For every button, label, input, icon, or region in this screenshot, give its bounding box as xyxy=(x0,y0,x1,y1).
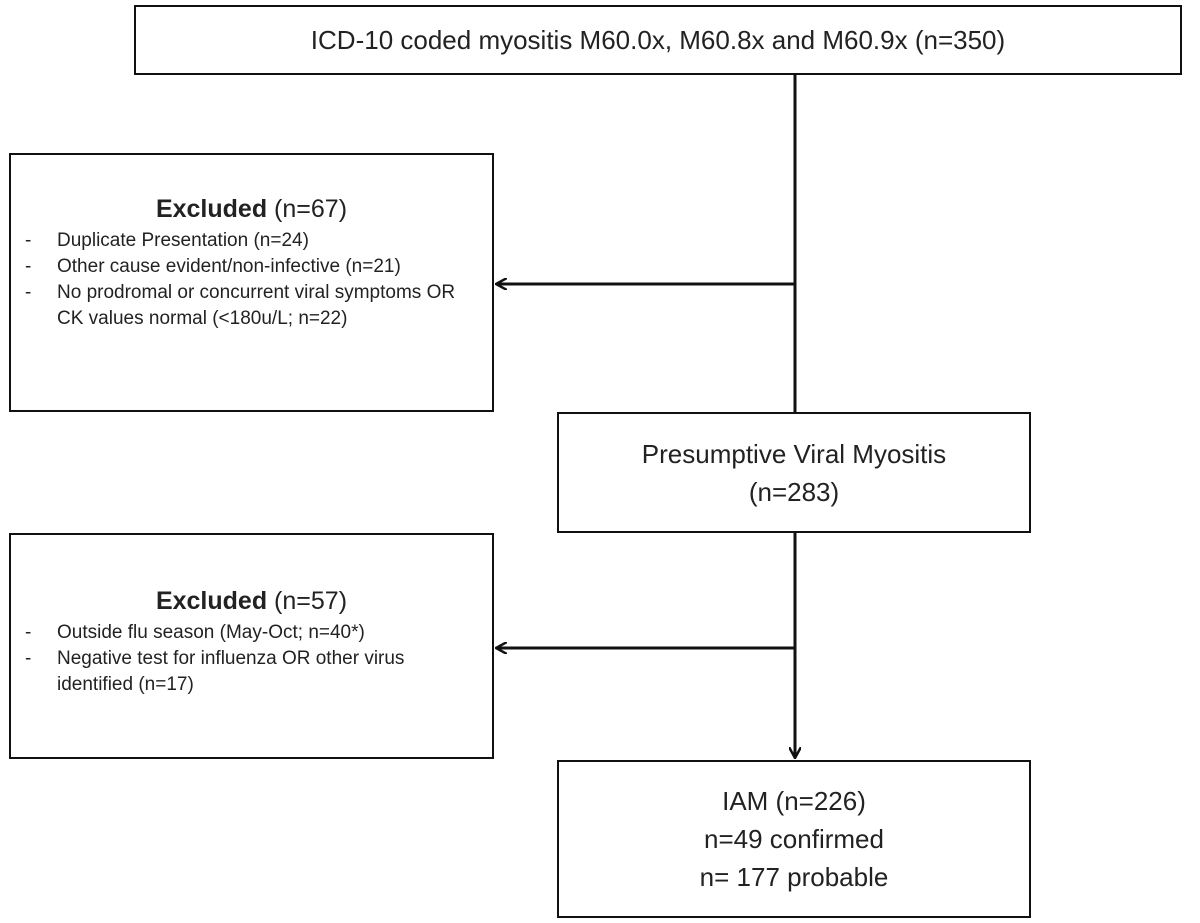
box-icd10-text: ICD-10 coded myositis M60.0x, M60.8x and… xyxy=(310,24,1006,55)
bullet-dash: - xyxy=(25,256,32,277)
presumptive-count: (n=283) xyxy=(748,476,840,507)
box-excluded-first: Excluded (n=67) - Duplicate Presentation … xyxy=(9,153,494,412)
excluded-first-title: Excluded (n=67) xyxy=(25,195,478,224)
bullet-dash: - xyxy=(25,648,32,669)
excluded-first-title-count: (n=67) xyxy=(267,195,348,223)
list-item-text: No prodromal or concurrent viral symptom… xyxy=(57,282,456,329)
bullet-dash: - xyxy=(25,622,32,643)
list-item: - Outside flu season (May-Oct; n=40*) xyxy=(25,620,478,646)
box-iam: IAM (n=226) n=49 confirmed n= 177 probab… xyxy=(557,760,1031,918)
list-item: - Other cause evident/non-infective (n=21… xyxy=(25,254,478,280)
box-presumptive-viral-myositis: Presumptive Viral Myositis (n=283) xyxy=(557,412,1031,533)
excluded-first-list: - Duplicate Presentation (n=24) - Other ca… xyxy=(25,228,478,332)
excluded-second-title: Excluded (n=57) xyxy=(25,587,478,616)
excluded-second-title-count: (n=57) xyxy=(267,587,348,615)
iam-confirmed: n=49 confirmed xyxy=(704,824,884,854)
list-item-text: Negative test for influenza OR other vir… xyxy=(57,648,405,695)
presumptive-label: Presumptive Viral Myositis xyxy=(641,438,947,469)
list-item: - Duplicate Presentation (n=24) xyxy=(25,228,478,254)
excluded-second-list: - Outside flu season (May-Oct; n=40*) - Ne… xyxy=(25,620,478,698)
iam-total: IAM (n=226) xyxy=(722,786,866,816)
list-item-text: Other cause evident/non-infective (n=21) xyxy=(57,256,401,277)
list-item: - Negative test for influenza OR other vi… xyxy=(25,646,478,698)
excluded-first-title-bold: Excluded xyxy=(155,195,268,223)
bullet-dash: - xyxy=(25,282,32,303)
iam-probable: n= 177 probable xyxy=(699,862,889,892)
list-item: - No prodromal or concurrent viral sympto… xyxy=(25,280,478,332)
excluded-second-title-bold: Excluded xyxy=(155,587,268,615)
box-icd10-coded-myositis: ICD-10 coded myositis M60.0x, M60.8x and… xyxy=(134,5,1182,75)
bullet-dash: - xyxy=(25,230,32,251)
list-item-text: Duplicate Presentation (n=24) xyxy=(57,230,309,251)
box-excluded-second: Excluded (n=57) - Outside flu season (May… xyxy=(9,533,494,759)
list-item-text: Outside flu season (May-Oct; n=40*) xyxy=(57,622,365,643)
